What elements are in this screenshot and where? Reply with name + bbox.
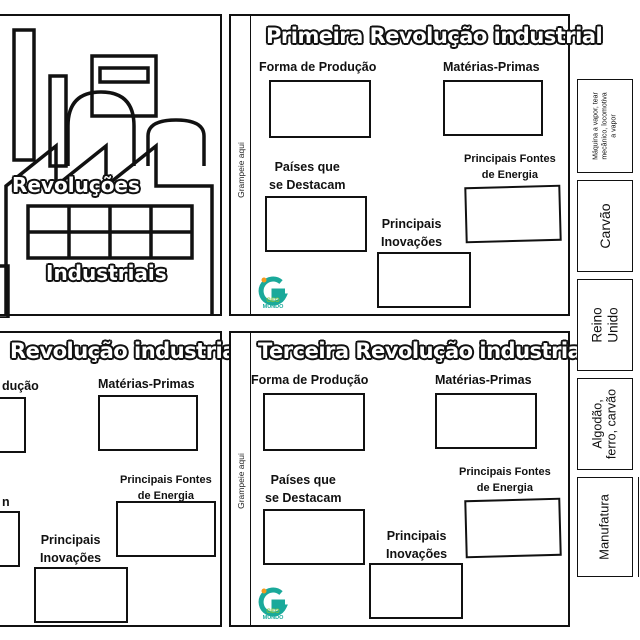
card-text: Carvão	[596, 203, 613, 249]
label-line: Principais Fontes	[464, 153, 556, 165]
label-inovacoes: Principais Inovações	[386, 527, 447, 563]
label-fontes-energia: Principais Fontes de Energia	[459, 465, 551, 497]
factory-illustration	[0, 28, 214, 318]
label-line: de Energia	[137, 489, 194, 502]
cover-title-line2: Industriais	[46, 261, 167, 285]
label-fontes-energia: Principais Fontes de Energia	[464, 152, 556, 184]
label-line: Principais	[386, 529, 447, 543]
logo-line1: GEO	[266, 609, 280, 615]
geomundo-logo: GEO MUNDO	[258, 276, 288, 310]
answer-box-forma-de-producao[interactable]	[263, 393, 365, 451]
label-materias-primas: Matérias-Primas	[443, 60, 540, 74]
cropped-card-edge	[638, 477, 640, 577]
answer-box-forma-de-producao[interactable]	[0, 397, 26, 453]
card-text: Máquina a vapor, tear mecânico, locomoti…	[591, 92, 618, 160]
geomundo-logo: GEO MUNDO	[258, 587, 288, 621]
cover-panel: Revoluções Industriais	[0, 14, 222, 318]
label-paises-destaque: Países que se Destacam	[269, 158, 345, 194]
label-paises-destaque: Países que se Destacam	[265, 471, 341, 507]
card-line: Reino	[589, 307, 605, 343]
answer-card-inovacoes[interactable]: Máquina a vapor, tear mecânico, locomoti…	[577, 79, 633, 173]
card-line: Máquina a vapor, tear	[592, 92, 600, 160]
label-line: Principais Fontes	[120, 474, 212, 486]
card-text: Manufatura	[596, 494, 612, 560]
label-fontes-energia: Principais Fontes de Energia	[120, 473, 212, 505]
label-line: Inovações	[40, 551, 102, 566]
card-line: ferro, carvão	[605, 388, 619, 460]
answer-card-reino-unido[interactable]: Reino Unido	[577, 279, 633, 371]
second-revolution-panel: Revolução industrial dução Matérias-Prim…	[0, 331, 243, 627]
label-inovacoes: Principais Inovações	[40, 531, 101, 567]
answer-card-manufatura[interactable]: Manufatura	[577, 477, 633, 577]
answer-box-inovacoes[interactable]	[34, 567, 128, 623]
answer-box-fontes-energia[interactable]	[464, 184, 562, 244]
staple-label: Grampeie aqui	[236, 453, 246, 509]
staple-line	[250, 16, 251, 314]
panel-title: Terceira Revolução industrial	[258, 339, 589, 363]
label-line: Inovações	[381, 235, 443, 250]
label-line: de Energia	[481, 168, 538, 181]
card-text: Algodão, ferro, carvão	[591, 389, 620, 459]
answer-box-materias-primas[interactable]	[443, 80, 543, 136]
answer-box-paises-destaque[interactable]	[263, 509, 365, 565]
staple-line	[250, 333, 251, 625]
card-text: Reino Unido	[589, 307, 620, 342]
label-materias-primas: Matérias-Primas	[98, 377, 195, 391]
label-forma-de-producao: Forma de Produção	[259, 60, 377, 74]
logo-line1: GEO	[266, 298, 280, 304]
answer-box-materias-primas[interactable]	[435, 393, 537, 449]
card-line: Algodão,	[590, 399, 605, 449]
answer-card-algodao-ferro-carvao[interactable]: Algodão, ferro, carvão	[577, 378, 633, 470]
label-forma-de-producao: dução	[2, 379, 39, 393]
label-forma-de-producao: Forma de Produção	[251, 373, 369, 387]
answer-box-paises-destaque[interactable]	[0, 511, 20, 567]
label-line: se Destacam	[269, 178, 346, 193]
answer-box-fontes-energia[interactable]	[116, 501, 216, 557]
logo-line2: MUNDO	[263, 304, 284, 310]
answer-box-forma-de-producao[interactable]	[269, 80, 371, 138]
answer-box-fontes-energia[interactable]	[464, 497, 562, 559]
first-revolution-panel: Grampeie aqui Primeira Revolução industr…	[229, 14, 603, 316]
label-inovacoes: Principais Inovações	[381, 215, 442, 251]
label-line: Inovações	[386, 547, 448, 562]
logo-line2: MUNDO	[263, 615, 284, 621]
label-line: Países que	[270, 473, 336, 487]
card-line: a vapor	[610, 114, 618, 138]
label-line: de Energia	[476, 481, 533, 494]
label-cut-fragment: n	[2, 495, 10, 509]
third-revolution-panel: Grampeie aqui Terceira Revolução industr…	[229, 331, 589, 627]
label-materias-primas: Matérias-Primas	[435, 373, 532, 387]
answer-box-inovacoes[interactable]	[369, 563, 463, 619]
label-line: Países que	[274, 160, 340, 174]
panel-title: Primeira Revolução industrial	[266, 24, 603, 48]
panel-title: Revolução industrial	[10, 339, 243, 363]
cover-title-line1: Revoluções	[12, 173, 140, 197]
staple-label: Grampeie aqui	[236, 142, 246, 198]
card-line: mecânico, locomotiva	[601, 92, 609, 160]
answer-box-paises-destaque[interactable]	[265, 196, 367, 252]
answer-box-materias-primas[interactable]	[98, 395, 198, 451]
answer-box-inovacoes[interactable]	[377, 252, 471, 308]
label-line: Principais	[40, 533, 101, 547]
label-line: Principais	[381, 217, 442, 231]
label-line: se Destacam	[265, 491, 342, 506]
answer-card-carvao[interactable]: Carvão	[577, 180, 633, 272]
card-line: Unido	[605, 307, 620, 343]
label-line: Principais Fontes	[459, 466, 551, 478]
